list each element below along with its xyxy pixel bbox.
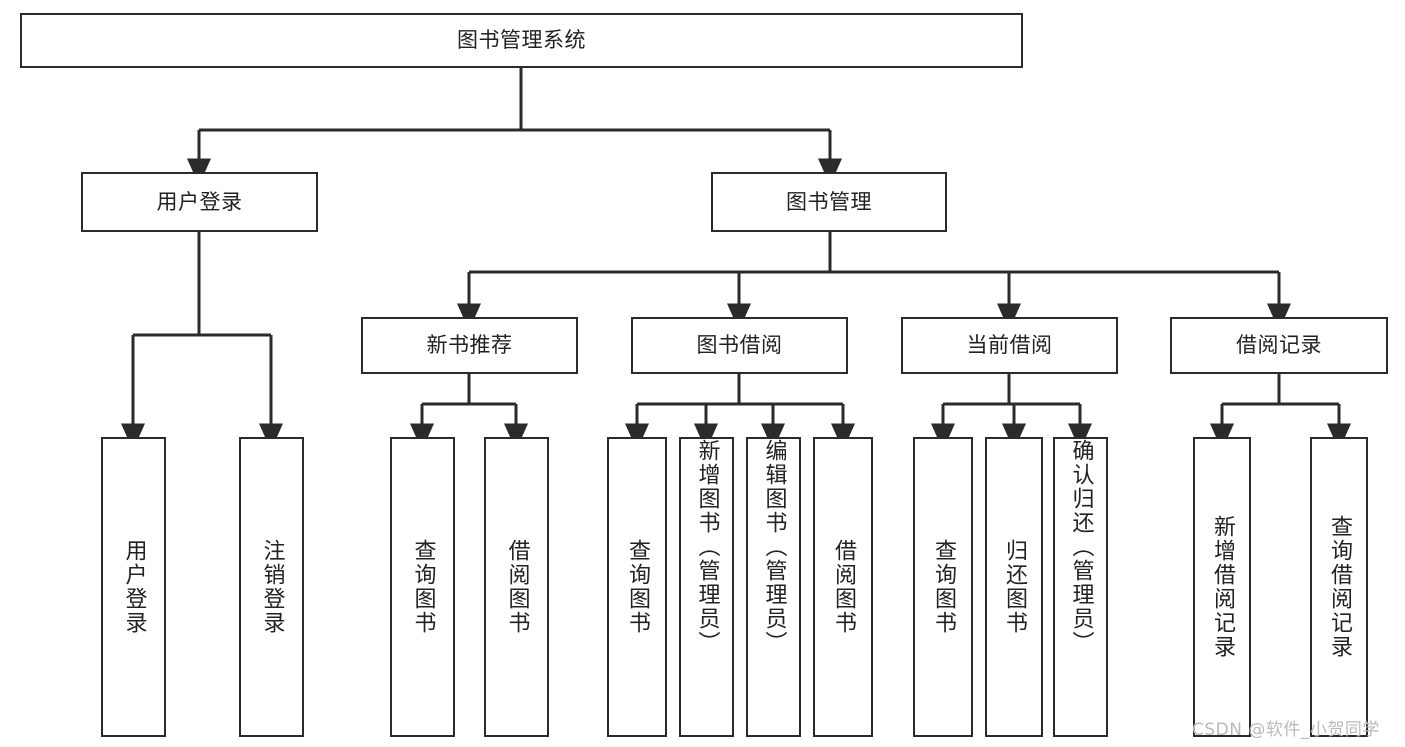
node-leaf-add-borrow-record-label: 新增借阅记录: [1210, 515, 1235, 659]
node-leaf-add-book-admin[interactable]: 新增图书（管理员）: [679, 437, 734, 737]
node-leaf-borrow-book-1-label: 借阅图书: [504, 539, 530, 635]
node-leaf-confirm-return-admin-label: 确认归还（管理员）: [1068, 439, 1094, 655]
node-leaf-return-book-label: 归还图书: [1002, 539, 1027, 635]
node-leaf-borrow-book-2-label: 借阅图书: [831, 539, 856, 635]
node-leaf-user-login[interactable]: 用户登录: [101, 437, 166, 737]
node-borrow-record-label: 借阅记录: [1236, 333, 1322, 358]
node-leaf-query-book-2[interactable]: 查询图书: [607, 437, 667, 737]
node-new-book-recommend[interactable]: 新书推荐: [361, 317, 578, 374]
node-borrow-record[interactable]: 借阅记录: [1170, 317, 1388, 374]
node-book-management[interactable]: 图书管理: [711, 172, 947, 232]
node-leaf-query-borrow-record-label: 查询借阅记录: [1327, 515, 1352, 659]
node-leaf-query-book-1[interactable]: 查询图书: [390, 437, 455, 737]
node-current-borrow[interactable]: 当前借阅: [901, 317, 1118, 374]
node-root-label: 图书管理系统: [457, 28, 586, 53]
node-leaf-confirm-return-admin[interactable]: 确认归还（管理员）: [1053, 437, 1108, 737]
node-book-borrow-label: 图书借阅: [696, 333, 783, 358]
node-leaf-query-book-2-label: 查询图书: [625, 539, 650, 635]
node-leaf-user-login-label: 用户登录: [121, 539, 147, 635]
node-user-login[interactable]: 用户登录: [81, 172, 318, 232]
node-current-borrow-label: 当前借阅: [966, 333, 1053, 358]
node-leaf-query-borrow-record[interactable]: 查询借阅记录: [1310, 437, 1368, 737]
node-leaf-user-logout-label: 注销登录: [259, 539, 285, 635]
node-book-management-label: 图书管理: [786, 189, 872, 214]
node-user-login-label: 用户登录: [156, 189, 243, 214]
node-leaf-query-book-3-label: 查询图书: [931, 539, 956, 635]
node-book-borrow[interactable]: 图书借阅: [631, 317, 848, 374]
node-leaf-edit-book-admin-label: 编辑图书（管理员）: [761, 439, 787, 655]
node-leaf-add-borrow-record[interactable]: 新增借阅记录: [1193, 437, 1251, 737]
node-leaf-user-logout[interactable]: 注销登录: [239, 437, 304, 737]
node-leaf-edit-book-admin[interactable]: 编辑图书（管理员）: [746, 437, 801, 737]
node-leaf-borrow-book-2[interactable]: 借阅图书: [813, 437, 873, 737]
node-leaf-query-book-3[interactable]: 查询图书: [913, 437, 973, 737]
node-leaf-return-book[interactable]: 归还图书: [985, 437, 1043, 737]
node-leaf-borrow-book-1[interactable]: 借阅图书: [484, 437, 549, 737]
node-root[interactable]: 图书管理系统: [20, 13, 1023, 68]
node-leaf-add-book-admin-label: 新增图书（管理员）: [694, 439, 720, 655]
node-leaf-query-book-1-label: 查询图书: [410, 539, 436, 635]
node-new-book-recommend-label: 新书推荐: [426, 333, 513, 358]
